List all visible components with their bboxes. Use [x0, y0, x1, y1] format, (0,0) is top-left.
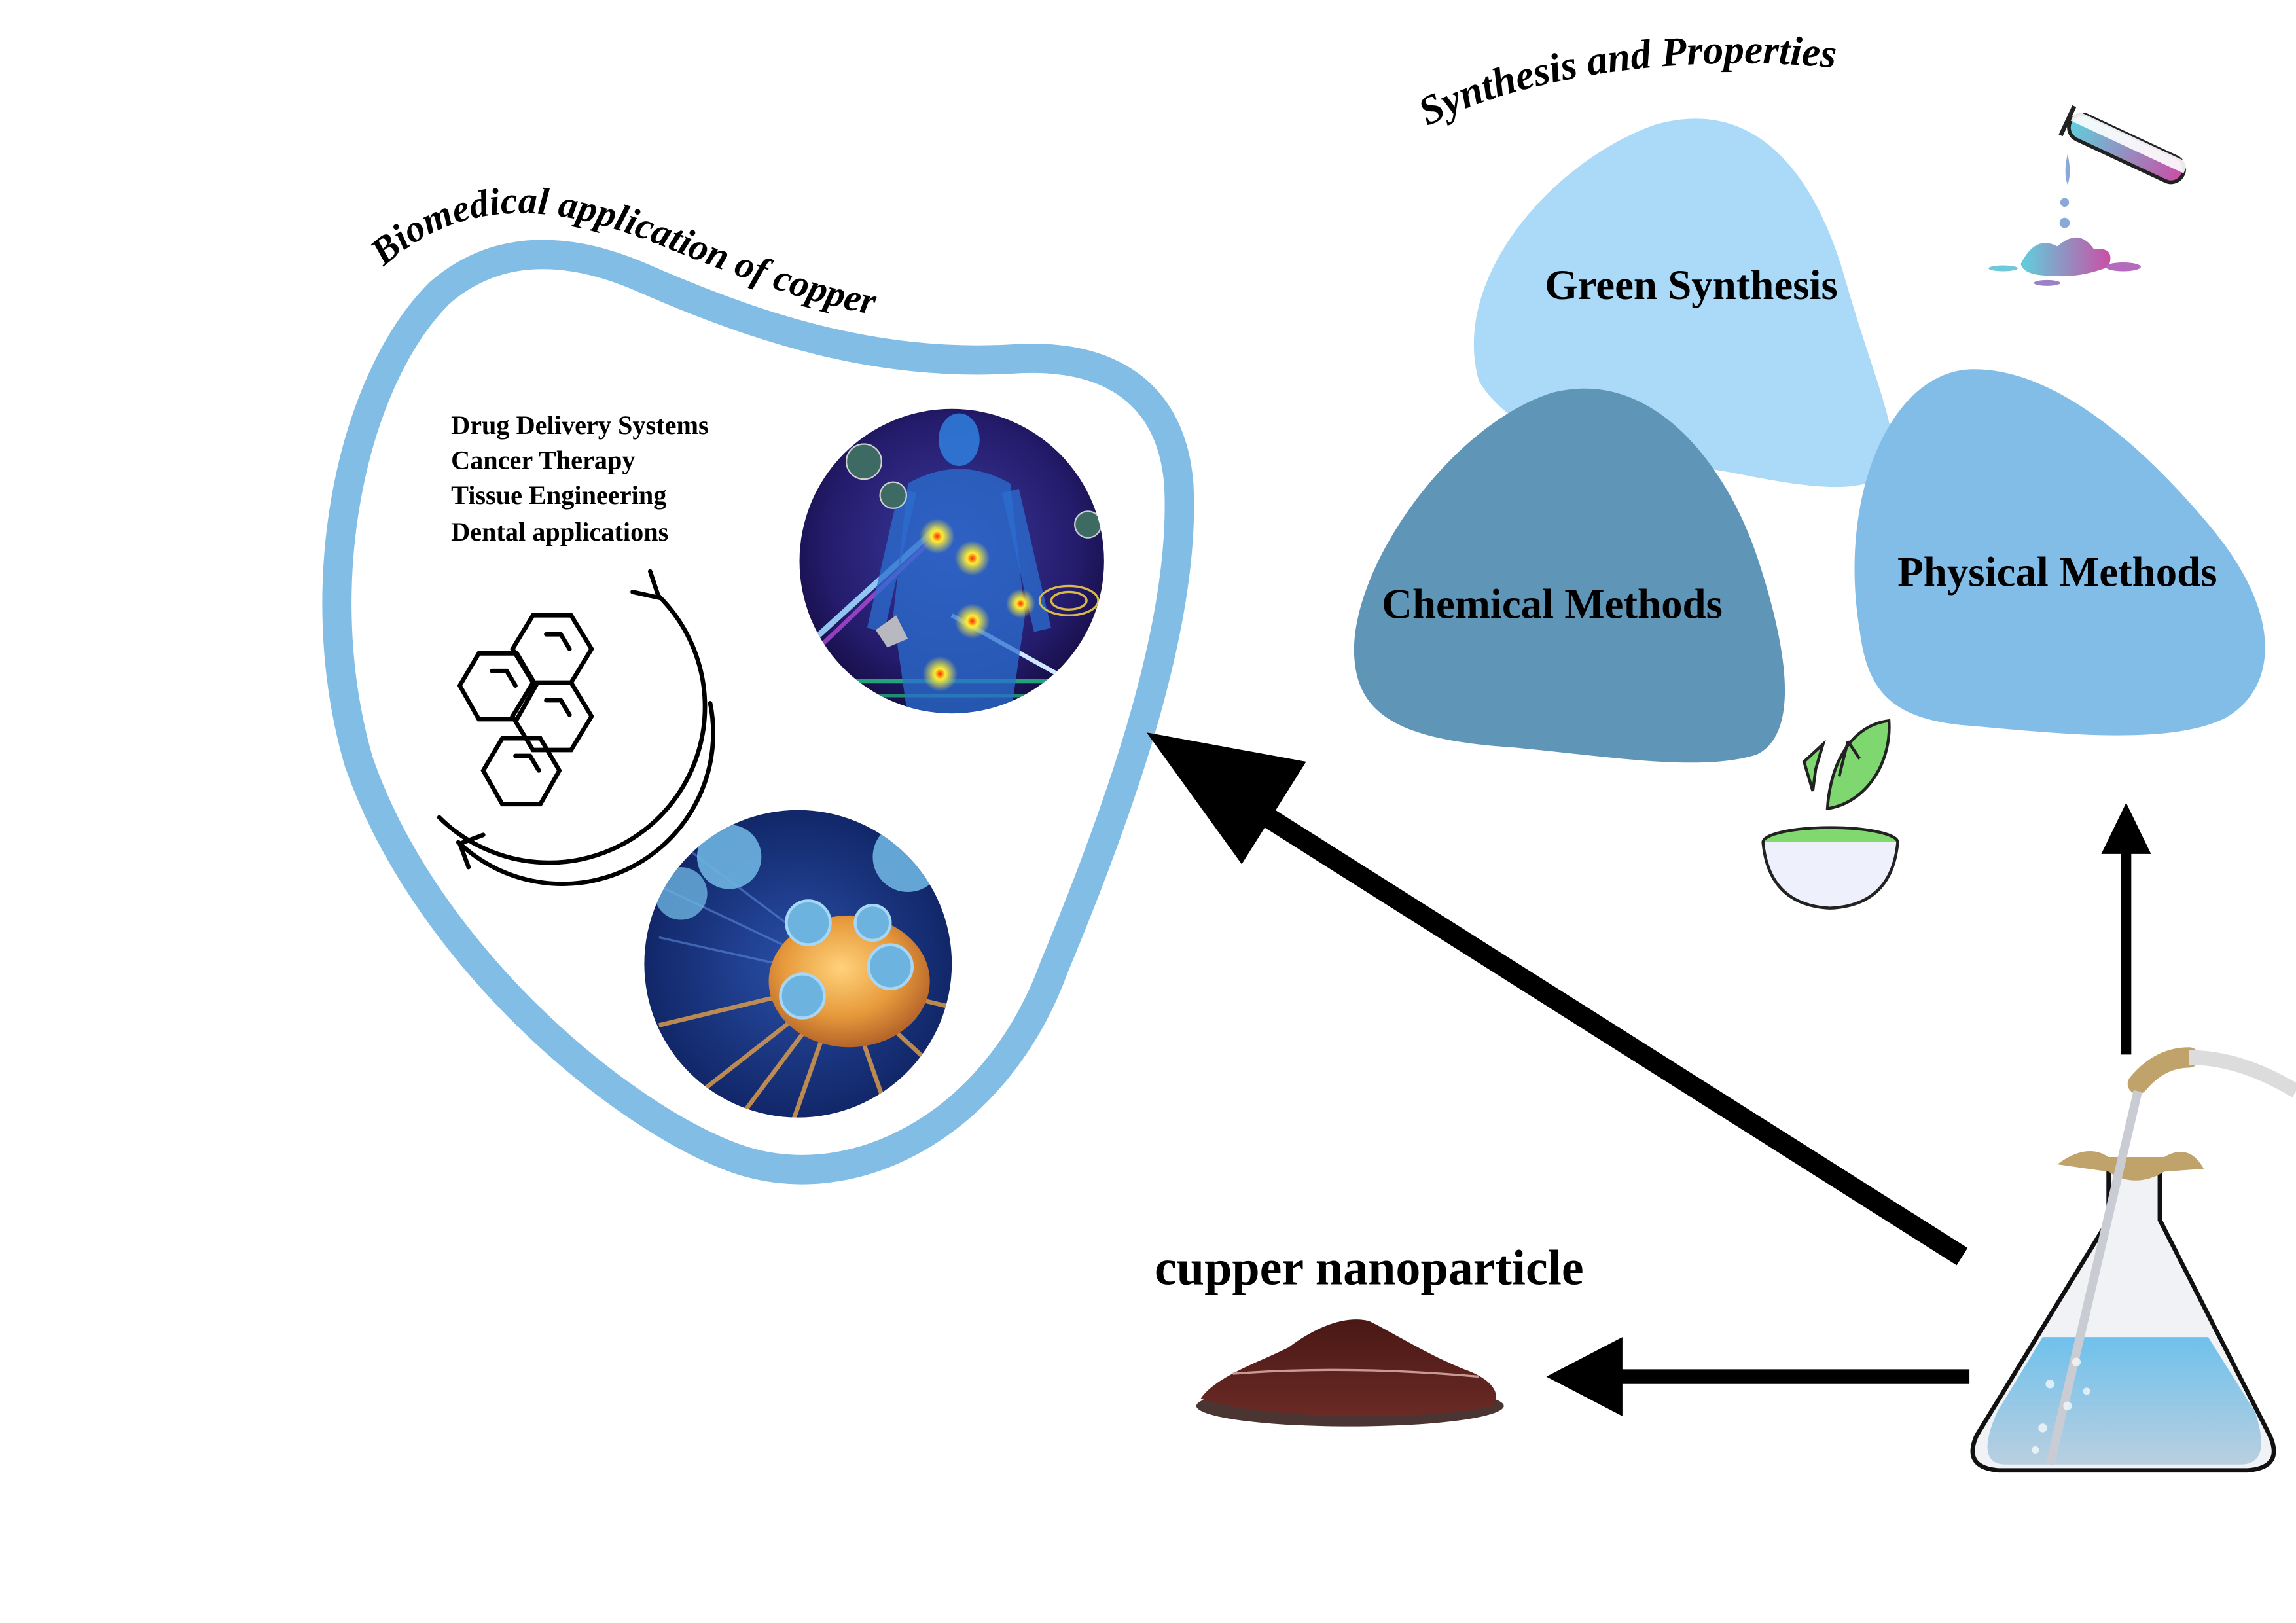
application-item: Dental applications: [451, 517, 668, 546]
nanoparticle-section: cupper nanoparticle: [1155, 1241, 1584, 1427]
molecule-cycle-icon: [437, 569, 715, 886]
nanoparticle-label: cupper nanoparticle: [1155, 1241, 1584, 1296]
application-item: Tissue Engineering: [451, 480, 666, 510]
physical-methods-label: Physical Methods: [1897, 548, 2217, 596]
synthesis-section: Synthesis and Properties Green Synthesis…: [1354, 26, 2265, 1055]
nanomedicine-body-image: [799, 408, 1104, 714]
leaf-oil-bowl-icon: [1761, 719, 1899, 910]
chemical-methods-blob: [1354, 388, 1785, 763]
biomedical-frame: [322, 240, 1194, 1185]
synthesis-title: Synthesis and Properties: [1411, 26, 1839, 134]
chemical-methods-label: Chemical Methods: [1382, 581, 1723, 628]
cancer-cell-image: [644, 810, 952, 1118]
copper-powder-image: [1196, 1319, 1504, 1427]
biomedical-section: Biomedical application of copper Drug De…: [322, 179, 1194, 1185]
arrow-to-nanoparticle: [1546, 1337, 1970, 1416]
applications-list: Drug Delivery Systems Cancer Therapy Tis…: [451, 410, 709, 546]
erlenmeyer-flask-icon: [1970, 1047, 2296, 1473]
application-item: Drug Delivery Systems: [451, 410, 709, 440]
physical-methods-blob: [1854, 369, 2265, 736]
arrow-to-synthesis: [2101, 802, 2151, 1055]
green-synthesis-label: Green Synthesis: [1545, 262, 1838, 309]
application-item: Cancer Therapy: [451, 445, 636, 474]
test-tube-splash-icon: [1988, 105, 2189, 286]
arrow-to-biomedical: [1146, 732, 1968, 1266]
